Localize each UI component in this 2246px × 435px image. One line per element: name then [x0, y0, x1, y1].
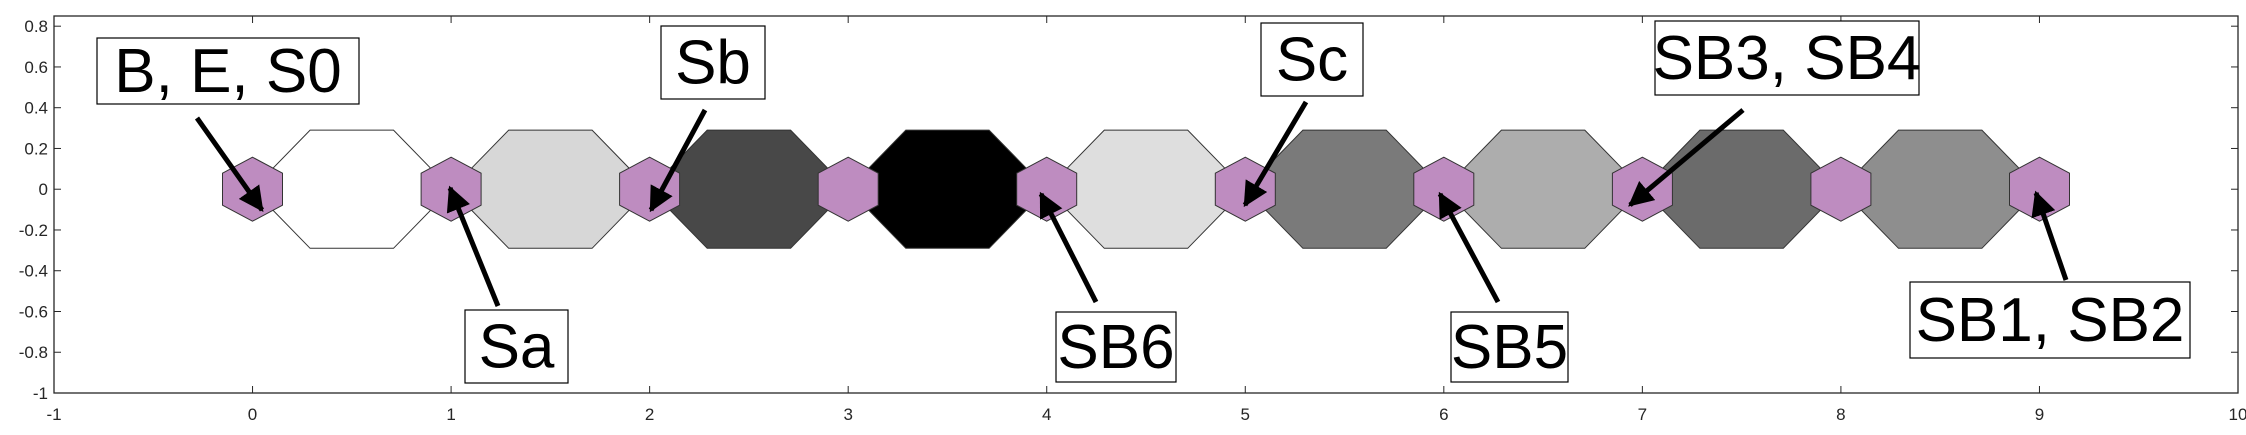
callout-0: B, E, S0: [96, 37, 360, 213]
node-hexagon-8: [1810, 156, 1872, 222]
callout-label: SB6: [1057, 313, 1174, 382]
callout-box: [96, 37, 360, 105]
node-hexagon-9: [2009, 156, 2070, 222]
y-tick-label: 0.4: [24, 99, 48, 118]
callout-box: [1654, 20, 1920, 96]
y-tick-label: 0.2: [24, 139, 48, 158]
axes: -1 0 1 2 3 4 5 6 7 8 9 10 0.8 0.6 0.4 0.2 0 -0.2 -0.4 -0.6…: [19, 15, 2246, 424]
x-tick-label: 3: [843, 405, 852, 424]
x-tick-label: 5: [1241, 405, 1250, 424]
node-hexagon-2: [619, 156, 681, 222]
node-hexagon-7: [1611, 156, 1673, 222]
x-tick-label: 7: [1638, 405, 1647, 424]
callout-arrow: [648, 108, 708, 213]
node-hexagon-3: [817, 156, 879, 222]
callout-arrow: [194, 116, 265, 213]
x-tick-label: 2: [645, 405, 654, 424]
callout-6: SB3, SB4: [1628, 20, 1922, 207]
x-tick-label: 9: [2035, 405, 2044, 424]
y-tick-label: -1: [33, 384, 48, 403]
x-tick-label: 1: [446, 405, 455, 424]
callout-arrow: [1437, 191, 1501, 304]
callout-1: Sa: [446, 185, 569, 384]
callout-arrow: [2031, 190, 2069, 281]
callout-7: SB1, SB2: [1909, 190, 2191, 359]
callout-label: SB1, SB2: [1916, 286, 2185, 355]
callout-5: SB5: [1437, 191, 1569, 383]
callout-2: Sb: [648, 25, 766, 213]
callout-arrow: [1628, 108, 1745, 207]
callout-4: Sc: [1242, 22, 1364, 208]
callout-label: B, E, S0: [114, 37, 341, 106]
callout-label: Sa: [479, 313, 555, 382]
callout-label: SB3, SB4: [1653, 24, 1922, 93]
y-axis: 0.8 0.6 0.4 0.2 0 -0.2 -0.4 -0.6 -0.8 -1: [19, 17, 2238, 403]
x-tick-label: 4: [1042, 405, 1051, 424]
x-tick-label: 0: [248, 405, 257, 424]
callout-label: Sb: [675, 29, 751, 98]
callout-box: [1260, 22, 1364, 97]
callout-arrow: [1242, 100, 1309, 208]
edges-layer: [251, 129, 2041, 249]
callout-label: SB5: [1451, 313, 1568, 382]
y-tick-label: -0.6: [19, 302, 48, 321]
y-tick-label: -0.8: [19, 343, 48, 362]
y-tick-label: 0: [39, 180, 48, 199]
x-axis: -1 0 1 2 3 4 5 6 7 8 9 10: [46, 16, 2246, 424]
x-tick-label: 8: [1836, 405, 1845, 424]
y-tick-label: -0.2: [19, 221, 48, 240]
callout-box: [660, 25, 766, 100]
x-tick-label: 6: [1439, 405, 1448, 424]
callout-box: [464, 309, 569, 384]
y-tick-label: 0.6: [24, 58, 48, 77]
x-tick-label: 10: [2229, 405, 2246, 424]
callout-box: [1055, 311, 1177, 383]
y-tick-label: 0.8: [24, 17, 48, 36]
axes-frame: [53, 15, 2239, 394]
y-tick-label: -0.4: [19, 262, 48, 281]
callout-label: Sc: [1276, 26, 1348, 95]
callout-arrow: [446, 185, 501, 307]
node-hexagon-4: [1016, 156, 1078, 222]
callout-arrow: [1038, 191, 1099, 304]
callout-box: [1450, 311, 1569, 383]
node-hexagon-6: [1413, 156, 1475, 222]
x-tick-label: -1: [46, 405, 61, 424]
callout-3: SB6: [1038, 191, 1177, 383]
callout-box: [1909, 281, 2191, 359]
